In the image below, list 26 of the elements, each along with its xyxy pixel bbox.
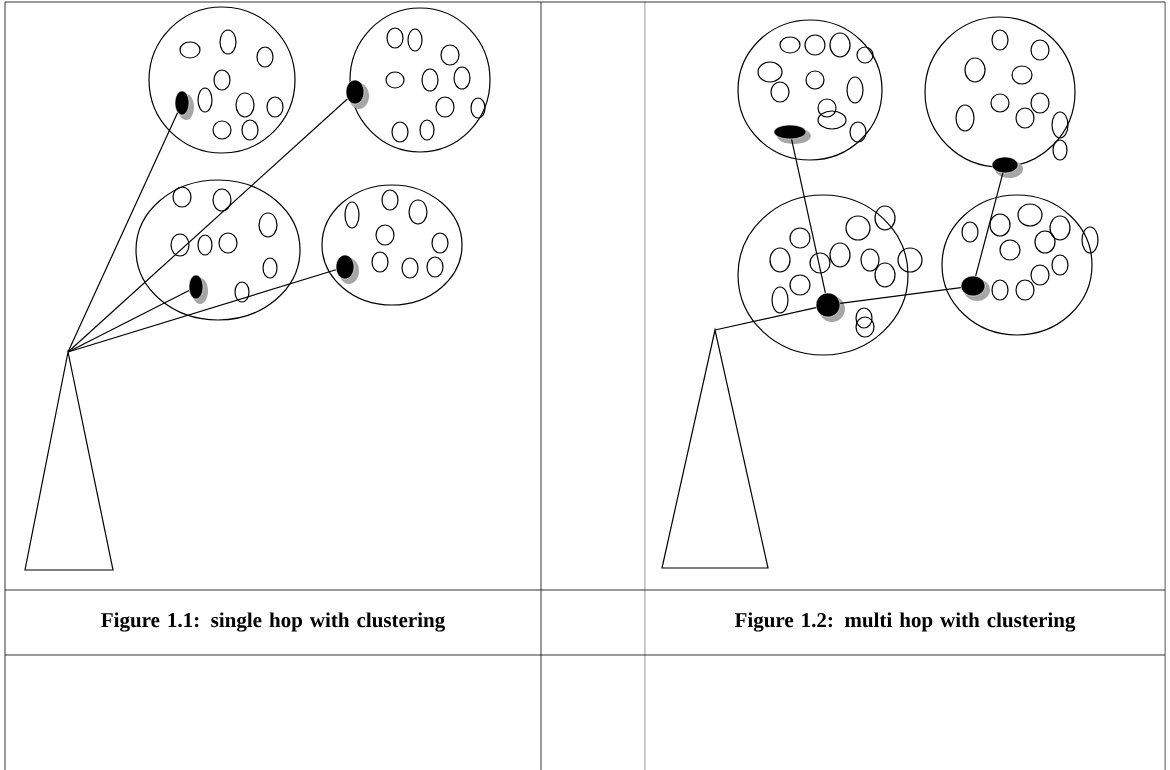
link-line xyxy=(714,307,817,331)
cluster-head xyxy=(815,292,845,322)
link-line xyxy=(975,172,1004,277)
cluster-circle xyxy=(135,179,301,321)
link-line xyxy=(839,287,962,304)
cluster-head xyxy=(960,275,990,301)
link-line xyxy=(791,138,826,294)
cluster-circle xyxy=(737,194,909,356)
link-line xyxy=(67,98,348,353)
cluster-circle xyxy=(737,19,883,161)
cluster-head xyxy=(335,254,359,284)
cluster-circle xyxy=(924,16,1076,168)
cluster-circle xyxy=(349,7,491,153)
figure-caption: Figure 1.1: single hop with clustering xyxy=(101,612,445,632)
cluster-head xyxy=(188,274,208,304)
cluster-head xyxy=(174,90,194,120)
cluster-head xyxy=(991,156,1023,178)
cluster-circle xyxy=(941,194,1093,336)
link-line xyxy=(67,289,190,353)
cluster-head xyxy=(773,124,811,144)
cluster-circle xyxy=(148,6,296,154)
figure-caption: Figure 1.2: multi hop with clustering xyxy=(734,612,1076,632)
link-line xyxy=(67,269,337,353)
cluster-head xyxy=(345,79,369,109)
cluster-circle xyxy=(321,184,463,306)
link-line xyxy=(67,112,179,353)
